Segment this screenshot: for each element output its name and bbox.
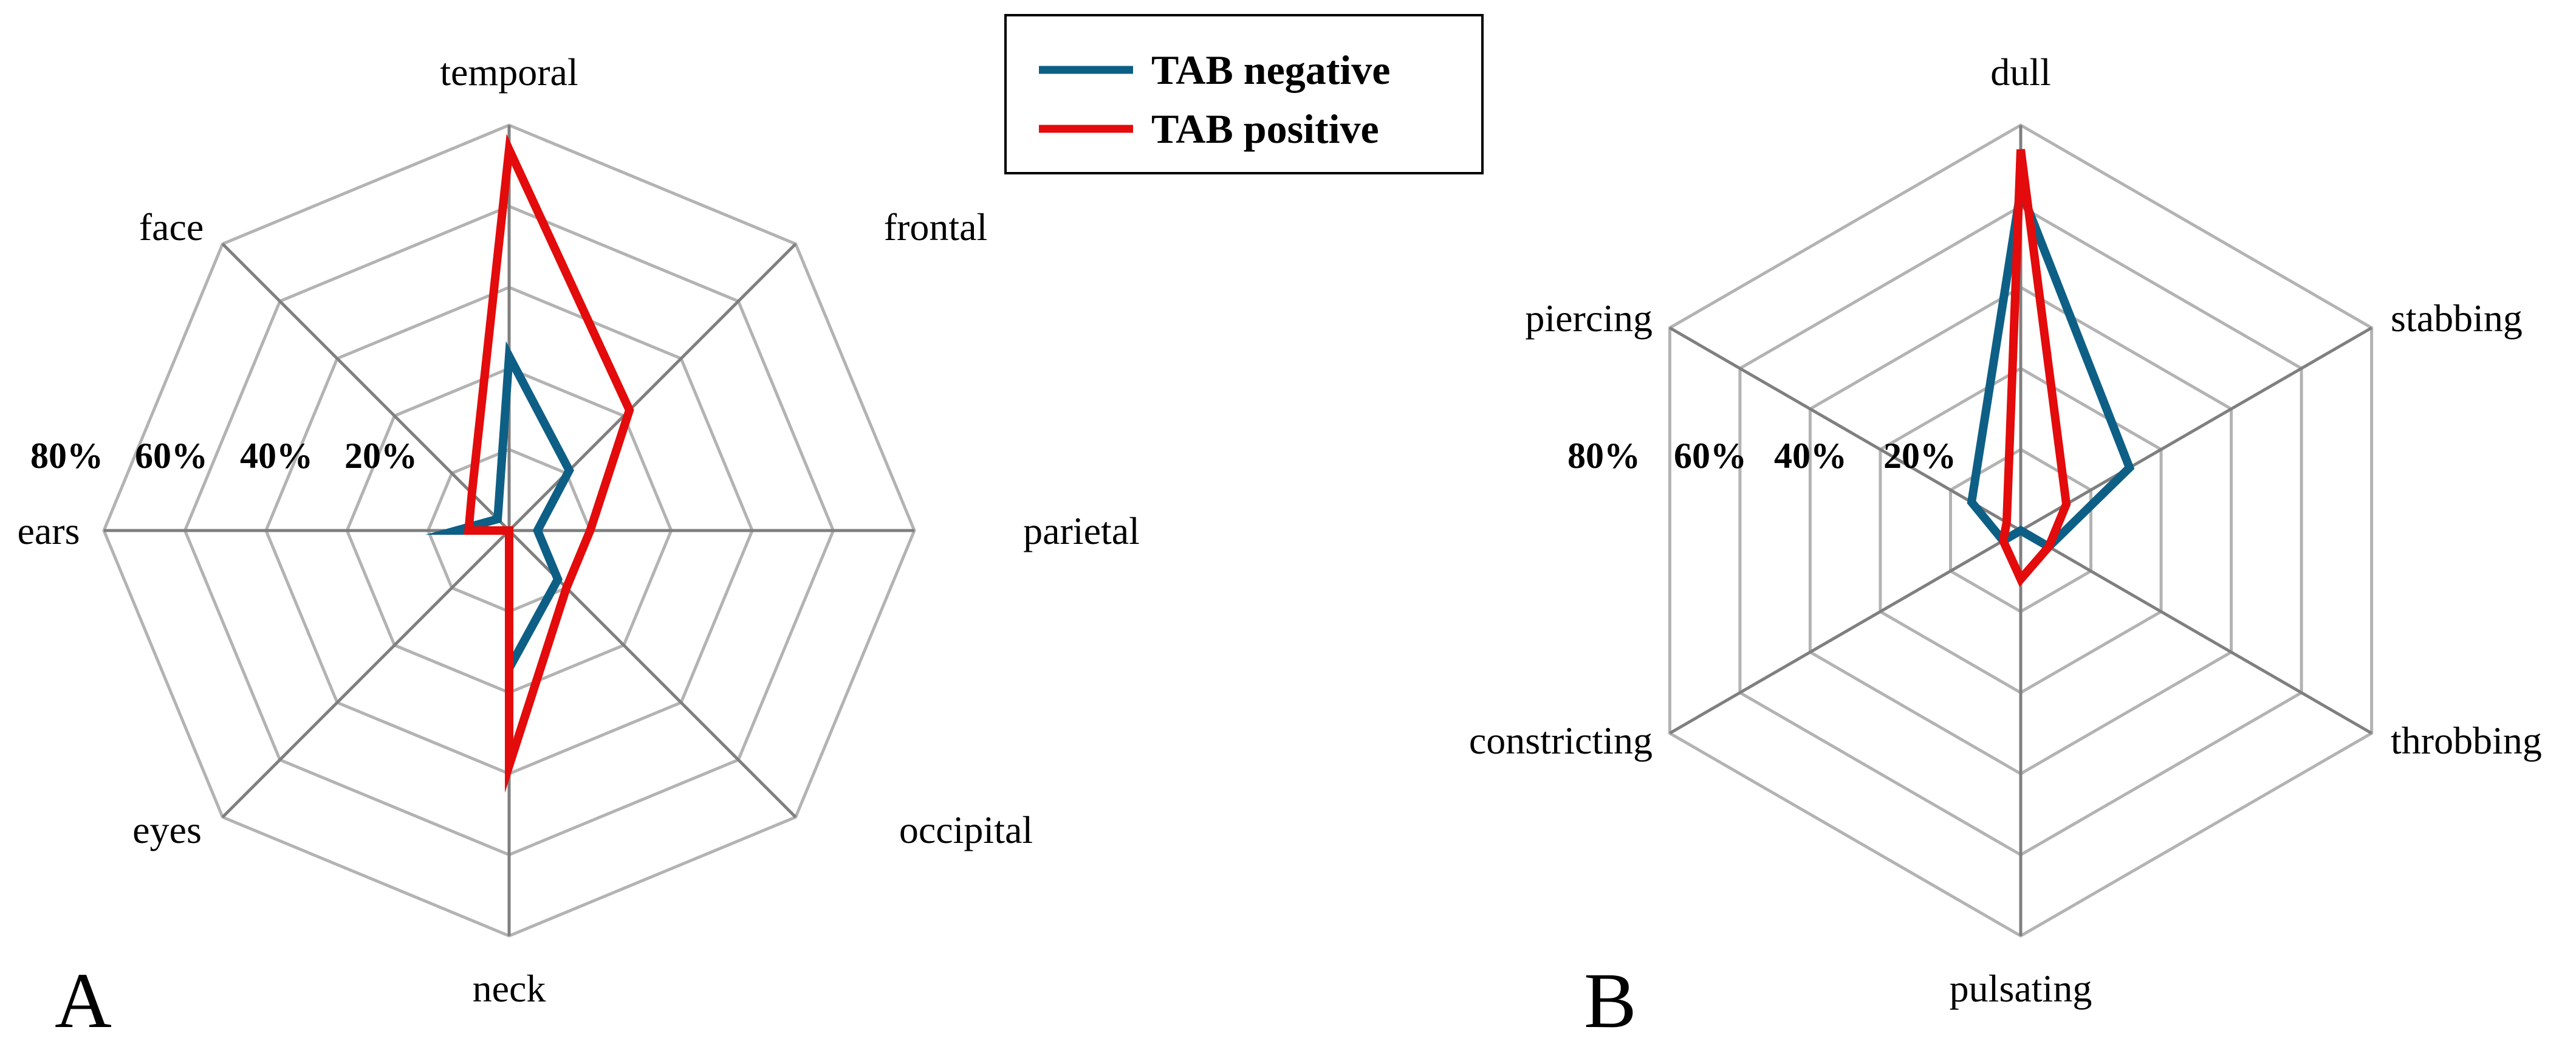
ring-label-40: 40% <box>240 436 313 476</box>
ring-label-60: 60% <box>1674 436 1747 476</box>
legend-label-tab-positive: TAB positive <box>1151 106 1379 152</box>
axis-label-pulsating: pulsating <box>1950 967 2092 1010</box>
legend-box <box>1004 14 1484 174</box>
spoke-throbbing <box>2019 529 2372 735</box>
radar-chart-a: 20% 40% 60% 80% temporal frontal parietal occip… <box>17 50 1139 1041</box>
spoke-piercing <box>1669 326 2022 532</box>
axis-label-ears: ears <box>17 509 80 552</box>
ring-label-80: 80% <box>1567 436 1640 476</box>
axis-label-constricting: constricting <box>1469 719 1653 762</box>
spoke-stabbing <box>2019 326 2372 532</box>
axis-label-neck: neck <box>473 967 546 1010</box>
spoke-constricting <box>1669 529 2022 735</box>
series-tab-positive <box>464 134 634 793</box>
axis-label-temporal: temporal <box>440 50 578 94</box>
legend-label-tab-negative: TAB negative <box>1151 47 1391 93</box>
panel-label-a: A <box>55 957 112 1041</box>
axis-label-stabbing: stabbing <box>2391 297 2523 340</box>
radar-chart-b: 20% 40% 60% 80% dull stabbing throbbing pulsati… <box>1469 50 2542 1041</box>
spoke-frontal <box>508 242 797 532</box>
ring-label-80: 80% <box>30 436 103 476</box>
axis-label-piercing: piercing <box>1525 297 1653 340</box>
series-tab-positive <box>1998 149 2071 587</box>
ring-label-40: 40% <box>1774 436 1847 476</box>
axis-label-frontal: frontal <box>884 205 988 249</box>
series-tab-negative <box>1967 174 2135 552</box>
spoke-eyes <box>221 529 510 819</box>
axis-label-eyes: eyes <box>132 808 202 851</box>
legend: TAB negative TAB positive <box>1004 14 1484 174</box>
axis-label-occipital: occipital <box>899 808 1033 851</box>
axis-label-throbbing: throbbing <box>2391 719 2542 762</box>
axis-label-dull: dull <box>1990 50 2051 94</box>
axis-label-face: face <box>139 205 204 249</box>
ring-label-20: 20% <box>344 436 417 476</box>
ring-label-20: 20% <box>1883 436 1956 476</box>
spoke-face <box>221 242 510 532</box>
ring-label-60: 60% <box>135 436 208 476</box>
panel-label-b: B <box>1584 957 1637 1041</box>
axis-label-parietal: parietal <box>1023 509 1140 552</box>
